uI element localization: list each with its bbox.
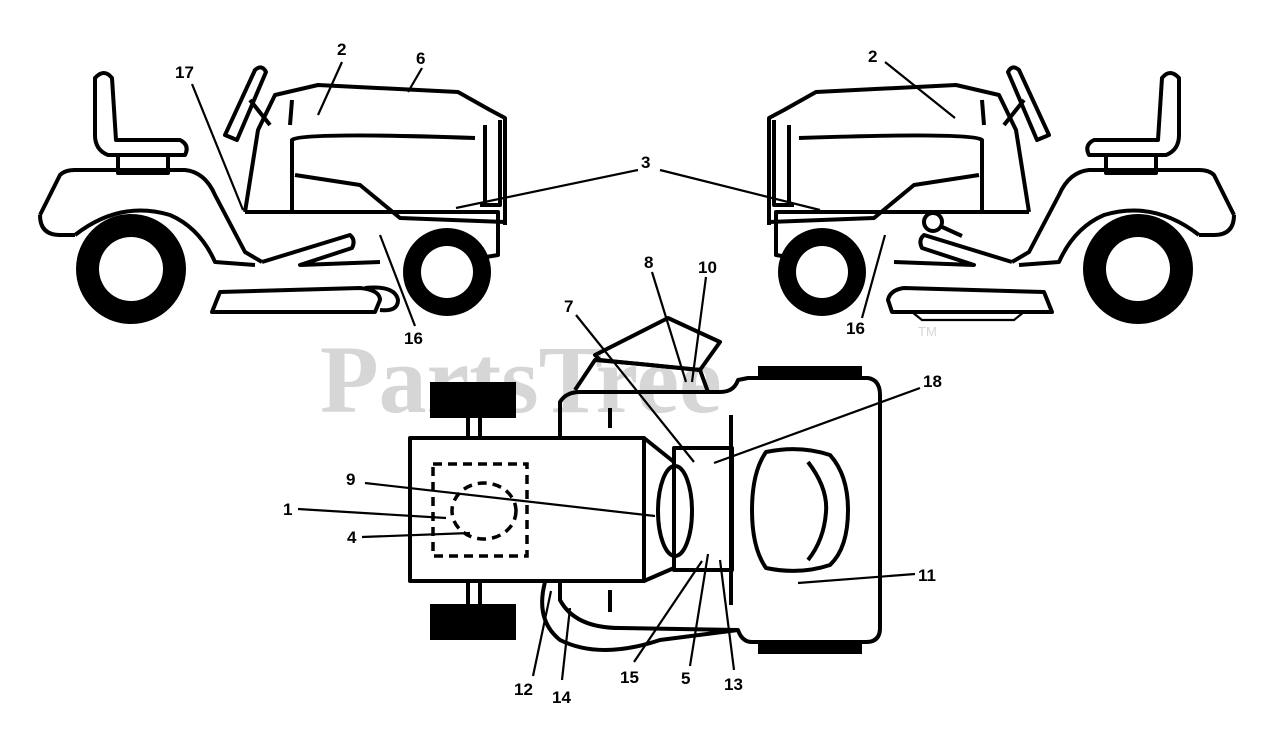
callout-15: 15 xyxy=(620,668,639,687)
callout-12: 12 xyxy=(514,680,533,699)
callout-14: 14 xyxy=(552,688,571,707)
callout-8: 8 xyxy=(644,253,653,272)
callout-4: 4 xyxy=(347,528,357,547)
leader-lines xyxy=(190,61,956,681)
tractor-right-side-view xyxy=(767,65,1236,324)
callout-17: 17 xyxy=(175,63,194,82)
callout-7: 7 xyxy=(564,297,573,316)
callout-16-right: 16 xyxy=(846,319,865,338)
callout-3: 3 xyxy=(641,153,650,172)
callout-11: 11 xyxy=(918,566,936,585)
callout-2-right: 2 xyxy=(868,47,877,66)
callout-2-left: 2 xyxy=(337,40,346,59)
callout-5: 5 xyxy=(681,669,690,688)
tractor-top-view xyxy=(408,316,882,654)
callout-6: 6 xyxy=(416,49,425,68)
callout-9: 9 xyxy=(346,470,355,489)
watermark-trademark: TM xyxy=(918,324,937,339)
watermark: PartsTree xyxy=(320,326,722,433)
callout-1: 1 xyxy=(283,500,292,519)
callout-18: 18 xyxy=(923,372,942,391)
callout-10: 10 xyxy=(698,258,717,277)
callout-13: 13 xyxy=(724,675,743,694)
callout-16-left: 16 xyxy=(404,329,423,348)
tractor-left-side-view xyxy=(38,65,507,324)
